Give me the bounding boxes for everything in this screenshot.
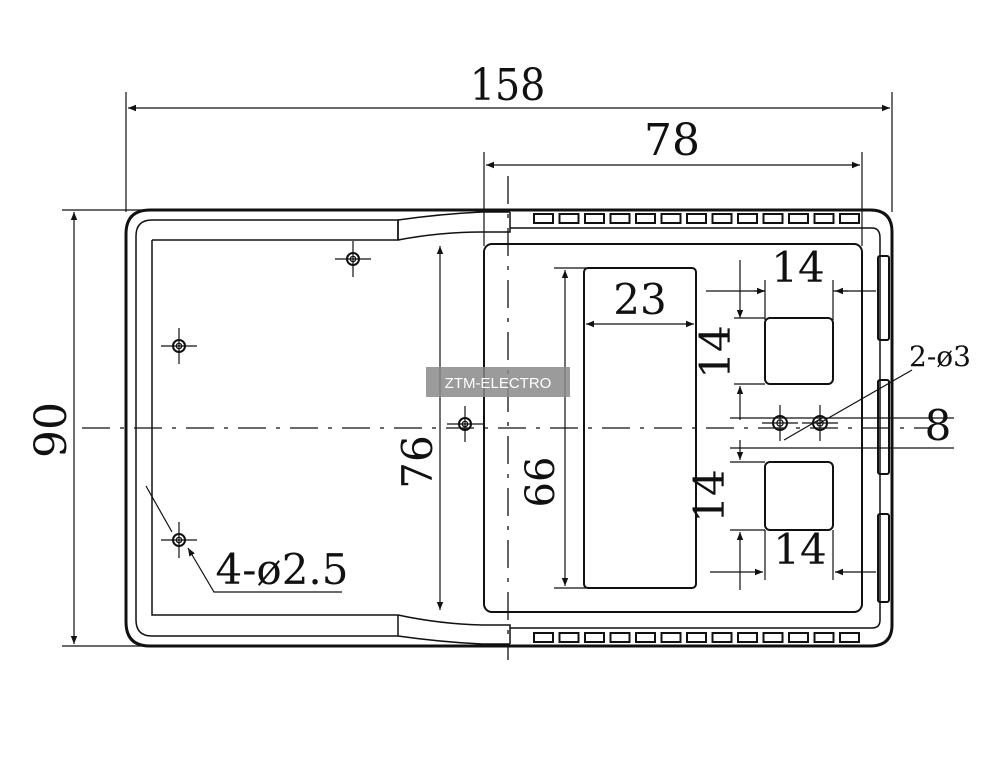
side-clip-top	[877, 255, 890, 341]
vent-slot	[558, 213, 580, 224]
mounting-hole	[161, 328, 197, 364]
label-14-vertical-top: 14	[691, 325, 740, 378]
mounting-hole	[447, 406, 483, 442]
vent-slot	[839, 632, 860, 643]
vent-slot	[788, 213, 809, 224]
label-14-vertical-bottom: 14	[685, 469, 734, 522]
side-clip-bottom	[877, 513, 890, 603]
watermark-text: ZTM-ELECTRO	[445, 375, 552, 392]
vent-slot	[839, 213, 860, 224]
vent-slot	[533, 213, 554, 224]
vent-slot	[788, 632, 809, 643]
mounting-holes	[161, 241, 838, 558]
vent-slot	[762, 632, 784, 643]
vent-slot	[584, 632, 605, 643]
label-158: 158	[470, 59, 546, 111]
label-14-top: 14	[771, 243, 824, 292]
dimension-lines	[62, 92, 954, 647]
mounting-hole	[335, 241, 371, 277]
label-90: 90	[26, 402, 77, 458]
vent-slot	[813, 213, 835, 224]
vent-slot	[584, 213, 605, 224]
vent-slot	[635, 213, 656, 224]
mounting-hole	[762, 405, 798, 441]
vent-slot	[686, 632, 707, 643]
leader-2-holes	[817, 369, 913, 425]
label-8: 8	[925, 401, 952, 450]
outer-outline	[124, 208, 894, 648]
label-14-bottom: 14	[773, 525, 826, 574]
taper-bottom-inner	[397, 614, 511, 644]
vent-slot	[609, 213, 631, 224]
taper-top	[397, 211, 510, 221]
label-4-holes: 4-ø2.5	[216, 545, 349, 594]
square-cutout-top	[764, 317, 834, 385]
label-76: 76	[393, 435, 442, 488]
vent-slot	[686, 213, 707, 224]
dimension-labels: 158 78 90 76 66 23 14 14 14 14 8 2-ø3 4-…	[26, 59, 971, 594]
watermark-background	[426, 367, 570, 397]
label-23: 23	[613, 275, 666, 324]
label-78: 78	[644, 115, 700, 166]
mounting-hole	[161, 522, 197, 558]
vent-slot	[533, 632, 554, 643]
vent-row-bottom	[533, 632, 860, 643]
left-inner-wall	[151, 240, 398, 616]
leader-4-holes	[145, 485, 173, 533]
vent-row-top	[533, 213, 860, 224]
side-clip-middle	[877, 379, 890, 475]
label-2-holes: 2-ø3	[909, 340, 971, 373]
vent-slot	[609, 632, 631, 643]
vent-slot	[660, 213, 682, 224]
taper-bottom	[397, 635, 510, 645]
centerlines	[82, 176, 930, 660]
side-clips	[877, 255, 890, 603]
enclosure-body	[124, 208, 894, 648]
vent-slot	[737, 213, 758, 224]
vent-slot	[762, 213, 784, 224]
vent-slot	[813, 632, 835, 643]
square-cutout-bottom	[764, 461, 834, 531]
vent-slot	[660, 632, 682, 643]
vent-slot	[711, 213, 733, 224]
vent-slot	[737, 632, 758, 643]
watermark: ZTM-ELECTRO	[426, 367, 570, 397]
taper-top-inner	[397, 212, 511, 241]
vent-slot	[711, 632, 733, 643]
label-66: 66	[518, 457, 564, 508]
vent-slot	[635, 632, 656, 643]
vent-slot	[558, 632, 580, 643]
